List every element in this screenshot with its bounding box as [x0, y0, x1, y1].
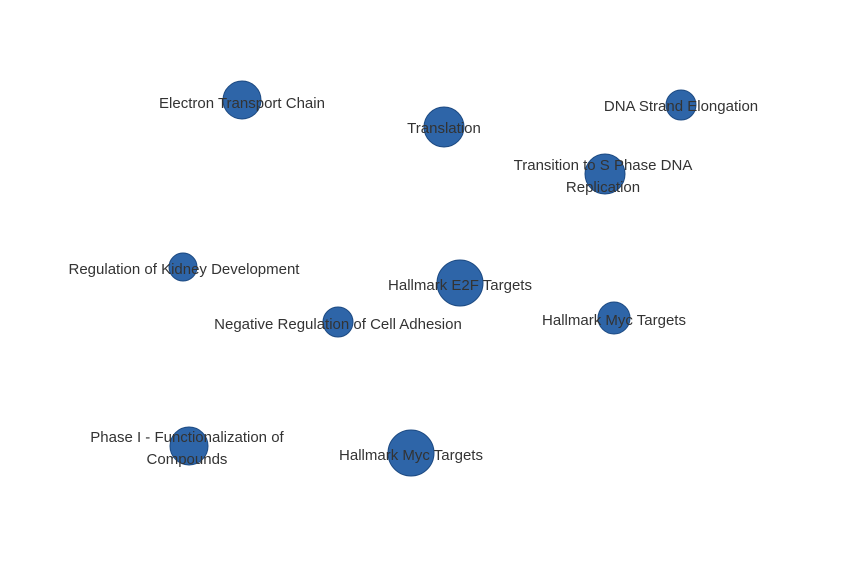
node-label-translation: Translation	[407, 120, 481, 137]
node-dna-strand-elongation[interactable]	[665, 89, 697, 121]
node-phase-i-functionalization[interactable]	[169, 426, 209, 466]
node-label-dna-strand-elongation: DNA Strand Elongation	[604, 98, 758, 115]
node-label-negative-regulation-of-cell-adhesion: Negative Regulation of Cell Adhesion	[214, 316, 462, 333]
node-electron-transport-chain[interactable]	[222, 80, 262, 120]
node-label-phase-i-functionalization-line-2: Compounds	[147, 451, 228, 468]
node-hallmark-e2f-targets[interactable]	[436, 259, 484, 307]
node-label-phase-i-functionalization-line-1: Phase I - Functionalization of	[90, 429, 284, 446]
node-hallmark-myc-targets-1[interactable]	[597, 301, 631, 335]
node-regulation-of-kidney-development[interactable]	[168, 252, 198, 282]
node-negative-regulation-of-cell-adhesion[interactable]	[322, 306, 354, 338]
node-hallmark-myc-targets-2[interactable]	[387, 429, 435, 477]
node-label-hallmark-e2f-targets: Hallmark E2F Targets	[388, 277, 532, 294]
node-label-transition-to-s-phase-line-1: Transition to S Phase DNA	[514, 157, 693, 174]
node-transition-to-s-phase[interactable]	[584, 153, 626, 195]
node-label-hallmark-myc-targets-2: Hallmark Myc Targets	[339, 447, 483, 464]
node-label-regulation-of-kidney-development: Regulation of Kidney Development	[69, 261, 301, 278]
node-label-transition-to-s-phase-line-2: Replication	[566, 179, 640, 196]
node-label-hallmark-myc-targets-1: Hallmark Myc Targets	[542, 312, 686, 329]
node-label-electron-transport-chain: Electron Transport Chain	[159, 95, 325, 112]
node-translation[interactable]	[423, 106, 465, 148]
